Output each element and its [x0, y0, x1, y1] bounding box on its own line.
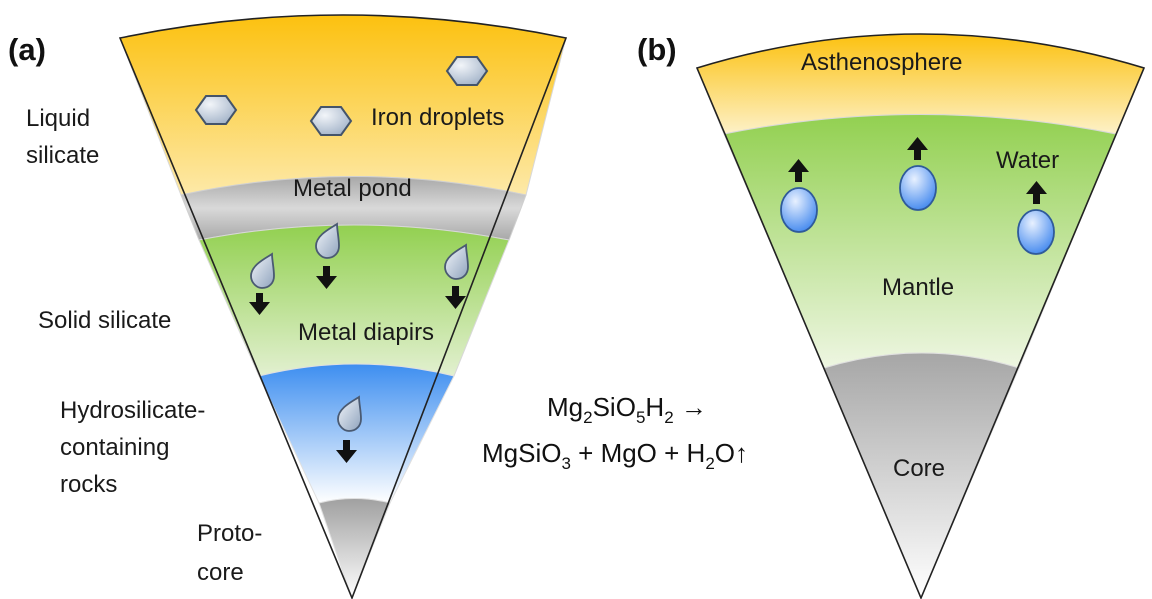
- diapir-drop-3: [444, 243, 469, 280]
- water-bubble: [780, 187, 818, 233]
- label-core-a: core: [197, 559, 244, 586]
- equation-line-2: MgSiO3 + MgO + H2O↑: [482, 438, 748, 473]
- water-bubble: [1017, 209, 1055, 255]
- label-liquid: Liquid: [26, 105, 90, 132]
- down-arrow-icon: [336, 440, 357, 463]
- label-water: Water: [996, 147, 1059, 174]
- down-arrow-icon: [249, 293, 270, 315]
- protocore-layer: [318, 498, 391, 599]
- panel-b-wedge: [695, 33, 1146, 599]
- panel-a-tag: (a): [8, 32, 46, 67]
- iron-droplet: [194, 95, 238, 125]
- label-rocks: rocks: [60, 471, 117, 498]
- label-metal-diapirs: Metal diapirs: [298, 319, 434, 346]
- up-arrow-icon: [788, 159, 809, 182]
- label-silicate: silicate: [26, 142, 99, 169]
- panel-a-outline: [118, 14, 568, 599]
- iron-droplet: [445, 56, 489, 86]
- down-arrow-icon: [316, 266, 337, 289]
- label-mantle: Mantle: [882, 274, 954, 301]
- up-arrow-icon: [1026, 181, 1047, 204]
- diapir-drop-1: [250, 252, 275, 289]
- equation-line-1: Mg2SiO5H2 →: [547, 392, 707, 427]
- label-solid-silicate: Solid silicate: [38, 307, 171, 334]
- panel-a-wedge: [118, 14, 568, 599]
- label-hydrosilicate: Hydrosilicate-: [60, 397, 205, 424]
- label-core-b: Core: [893, 455, 945, 482]
- water-bubbles: [780, 137, 1055, 255]
- panel-b-tag: (b): [637, 32, 677, 67]
- iron-droplet: [309, 106, 353, 136]
- iron-droplets: [194, 56, 489, 136]
- label-proto: Proto-: [197, 520, 262, 547]
- label-asthenosphere: Asthenosphere: [801, 49, 962, 76]
- diapir-drop-4: [337, 395, 362, 432]
- diapir-drop-2: [315, 222, 340, 259]
- hydrosilicate-layer: [258, 363, 455, 504]
- water-bubble: [899, 165, 937, 211]
- label-metal-pond: Metal pond: [293, 175, 412, 202]
- down-arrow-icon: [445, 286, 466, 309]
- up-arrow-icon: [907, 137, 928, 160]
- core-layer: [823, 352, 1020, 599]
- panel-b-outline: [695, 33, 1146, 599]
- metal-diapirs: [249, 222, 469, 463]
- label-containing: containing: [60, 434, 169, 461]
- label-iron-droplets: Iron droplets: [371, 104, 504, 131]
